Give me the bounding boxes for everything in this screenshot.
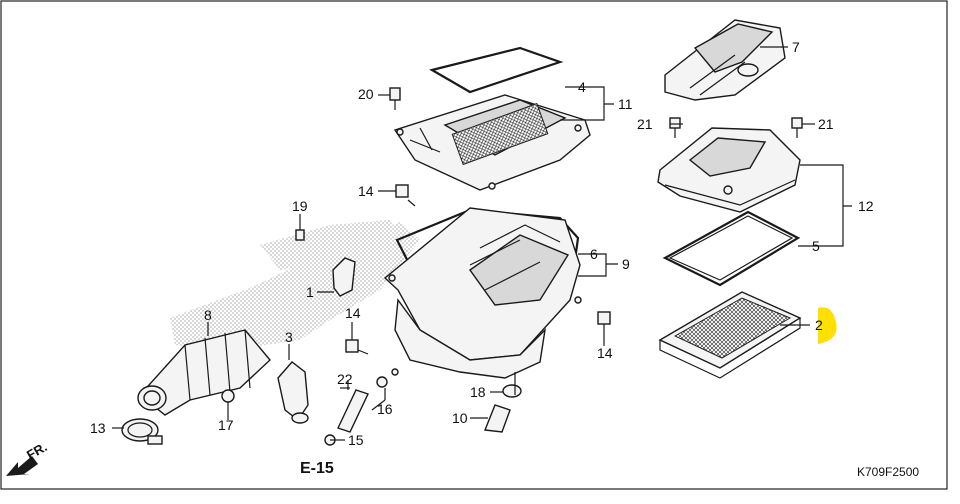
bolt-14-left[interactable] <box>345 322 369 355</box>
upper-cover-11[interactable] <box>393 46 591 191</box>
label-16[interactable]: 16 <box>377 401 393 417</box>
label-21-left[interactable]: 21 <box>637 116 653 132</box>
label-1[interactable]: 1 <box>306 284 314 300</box>
label-21-right[interactable]: 21 <box>818 116 834 132</box>
label-12[interactable]: 12 <box>858 198 874 214</box>
clamp-18[interactable] <box>502 384 522 398</box>
label-11[interactable]: 11 <box>618 96 633 112</box>
label-18[interactable]: 18 <box>470 384 486 400</box>
clip-16[interactable] <box>376 376 388 400</box>
bracket-1[interactable] <box>317 257 356 297</box>
label-6[interactable]: 6 <box>590 246 598 262</box>
label-9[interactable]: 9 <box>622 256 630 272</box>
part-labels: 20 4 11 7 21 21 12 5 2 6 9 14 19 1 8 3 1… <box>90 39 874 448</box>
label-20[interactable]: 20 <box>358 86 374 102</box>
label-5[interactable]: 5 <box>812 238 820 254</box>
label-17[interactable]: 17 <box>218 417 234 433</box>
label-8[interactable]: 8 <box>204 307 212 323</box>
intake-duct-7[interactable] <box>664 19 786 101</box>
gasket-5[interactable] <box>662 210 801 287</box>
dotted-background <box>170 220 420 350</box>
label-15[interactable]: 15 <box>348 432 364 448</box>
bolt-20[interactable] <box>378 87 401 110</box>
clamp-13[interactable] <box>121 418 163 445</box>
clip-17[interactable] <box>221 389 235 420</box>
screw-21-right[interactable] <box>791 117 803 138</box>
leader-lines <box>112 46 852 441</box>
label-19[interactable]: 19 <box>292 198 308 214</box>
drain-plug-10[interactable] <box>484 372 516 433</box>
diagram-frame <box>0 0 948 490</box>
label-3[interactable]: 3 <box>285 329 293 345</box>
label-22[interactable]: 22 <box>337 371 353 387</box>
fr-label: FR. <box>24 439 50 462</box>
highlight-marker <box>818 307 837 344</box>
label-2[interactable]: 2 <box>815 317 823 333</box>
reference-e15[interactable]: E-15 <box>300 460 334 477</box>
air-filter-element-2[interactable] <box>658 291 802 379</box>
screw-21-left[interactable] <box>669 117 681 138</box>
label-7[interactable]: 7 <box>792 39 800 55</box>
bolt-14-right[interactable] <box>597 311 611 340</box>
label-13[interactable]: 13 <box>90 420 106 436</box>
screw-19[interactable] <box>295 214 305 241</box>
diagram-code: K709F2500 <box>857 465 919 479</box>
air-cleaner-cover-12[interactable] <box>657 127 801 213</box>
label-4[interactable]: 4 <box>578 79 586 95</box>
air-cleaner-case-9[interactable] <box>383 207 582 379</box>
boot-3[interactable] <box>277 361 309 424</box>
front-direction-arrow: FR. <box>6 439 50 476</box>
intake-tube-8[interactable] <box>137 329 271 416</box>
label-14-left[interactable]: 14 <box>345 305 361 321</box>
label-14-right[interactable]: 14 <box>597 345 613 361</box>
label-14-top[interactable]: 14 <box>358 183 374 199</box>
label-10[interactable]: 10 <box>452 410 468 426</box>
bolt-14-top[interactable] <box>378 184 416 207</box>
